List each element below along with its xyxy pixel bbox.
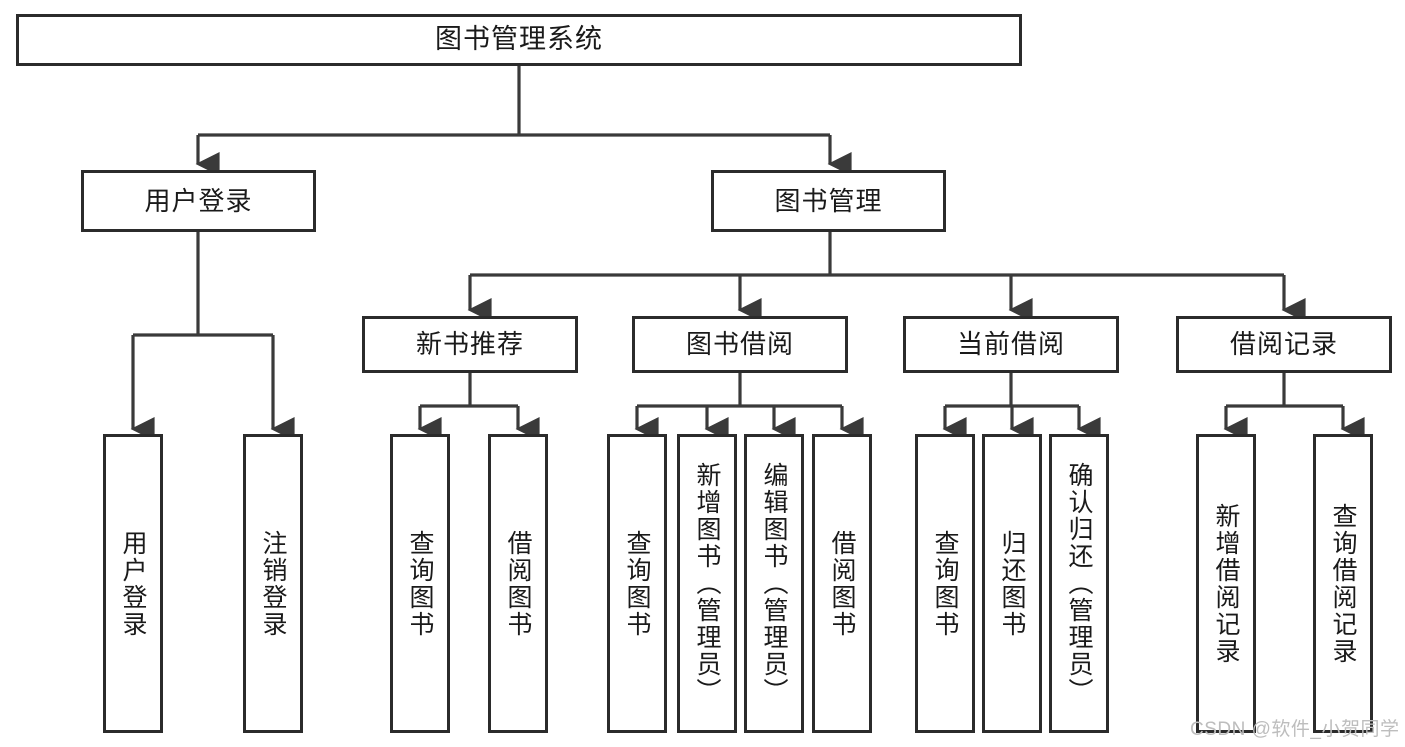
leaf-borrow-record-query[interactable]: 查询借阅记录 [1313, 434, 1373, 733]
node-label: 借阅图书 [504, 529, 532, 638]
leaf-new-book-query[interactable]: 查询图书 [390, 434, 450, 733]
node-label: 查询图书 [623, 529, 651, 638]
node-label: 查询图书 [931, 529, 959, 638]
leaf-current-borrow-confirm-return[interactable]: 确认归还（管理员） [1049, 434, 1109, 733]
node-book-borrow[interactable]: 图书借阅 [632, 316, 848, 373]
leaf-user-login-signout[interactable]: 注销登录 [243, 434, 303, 733]
node-book-management[interactable]: 图书管理 [711, 170, 946, 232]
leaf-current-borrow-return[interactable]: 归还图书 [982, 434, 1042, 733]
node-label: 注销登录 [259, 529, 287, 638]
leaf-book-borrow-lend[interactable]: 借阅图书 [812, 434, 872, 733]
node-borrow-record[interactable]: 借阅记录 [1176, 316, 1392, 373]
node-root-system[interactable]: 图书管理系统 [16, 14, 1022, 66]
node-new-book-recommend[interactable]: 新书推荐 [362, 316, 578, 373]
node-current-borrow[interactable]: 当前借阅 [903, 316, 1119, 373]
node-label: 借阅记录 [1229, 329, 1338, 360]
leaf-borrow-record-add[interactable]: 新增借阅记录 [1196, 434, 1256, 733]
node-label: 新书推荐 [415, 329, 524, 360]
node-label: 确认归还（管理员） [1065, 462, 1093, 705]
node-label: 新增图书（管理员） [693, 462, 721, 705]
node-label: 编辑图书（管理员） [760, 462, 788, 705]
leaf-current-borrow-query[interactable]: 查询图书 [915, 434, 975, 733]
node-user-login[interactable]: 用户登录 [81, 170, 316, 232]
leaf-book-borrow-edit[interactable]: 编辑图书（管理员） [744, 434, 804, 733]
leaf-book-borrow-query[interactable]: 查询图书 [607, 434, 667, 733]
node-label: 归还图书 [998, 529, 1026, 638]
node-label: 用户登录 [144, 185, 253, 216]
leaf-book-borrow-add[interactable]: 新增图书（管理员） [677, 434, 737, 733]
node-label: 查询图书 [406, 529, 434, 638]
node-label: 图书管理 [774, 185, 883, 216]
node-label: 借阅图书 [828, 529, 856, 638]
node-label: 图书借阅 [685, 329, 794, 360]
node-label: 用户登录 [119, 529, 147, 638]
csdn-watermark: CSDN @软件_小贺同学 [1190, 719, 1400, 740]
node-label: 查询借阅记录 [1329, 502, 1357, 665]
node-label: 当前借阅 [956, 329, 1065, 360]
leaf-user-login-signin[interactable]: 用户登录 [103, 434, 163, 733]
node-label: 图书管理系统 [435, 24, 603, 55]
node-label: 新增借阅记录 [1212, 502, 1240, 665]
leaf-new-book-borrow[interactable]: 借阅图书 [488, 434, 548, 733]
